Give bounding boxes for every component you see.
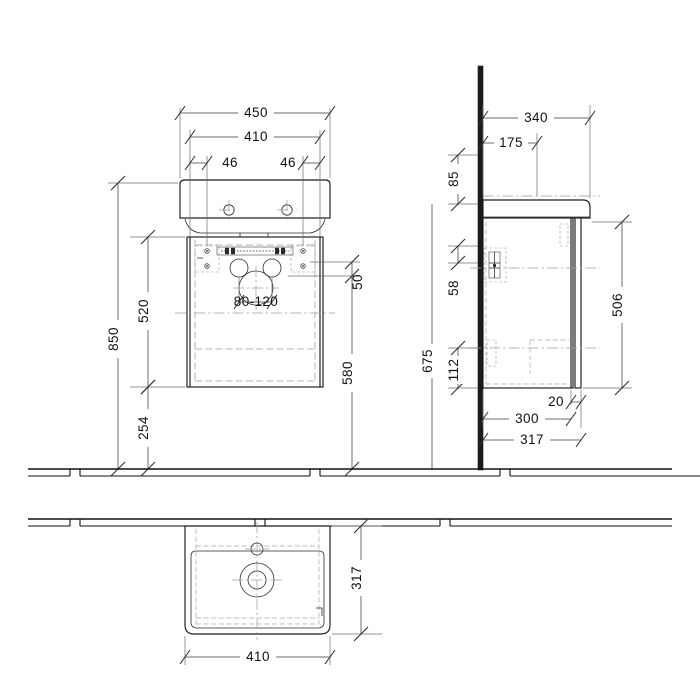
tap-hole-right	[277, 200, 297, 220]
dim-basin-depth: 340	[524, 110, 548, 125]
tap-hole-left	[219, 200, 239, 220]
side-basin	[482, 195, 600, 237]
front-top-dimensions: 450 410 46 46	[174, 104, 336, 245]
side-cabinet-height-dimension: 506	[583, 214, 632, 396]
dim-cabinet-height-front: 520	[136, 299, 151, 323]
side-cabinet-body	[470, 217, 600, 389]
dim-bracket-to-floor: 580	[340, 361, 355, 385]
plan-depth-dimension: 317	[332, 518, 382, 642]
dim-cabinet-depth: 300	[515, 411, 539, 426]
dim-floor-to-basin-top: 850	[106, 327, 121, 351]
dim-waste-offset: 50	[350, 274, 365, 290]
front-right-dimensions: 50 580	[288, 254, 365, 477]
dim-cabinet-bottom-to-floor: 254	[136, 416, 151, 440]
dim-tap-hole-spacing: 80-120	[234, 294, 278, 309]
bracket-right	[290, 245, 316, 273]
dim-waste-from-wall: 175	[499, 135, 523, 150]
dim-overall-depth: 317	[520, 432, 544, 447]
dim-cabinet-width: 410	[244, 129, 268, 144]
dim-right-overhang: 46	[280, 155, 296, 170]
dim-basin-height: 85	[446, 171, 461, 187]
front-basin	[179, 179, 331, 242]
plan-tap-hole	[245, 542, 269, 556]
front-tap-spacing-dimension: 80-120	[233, 277, 278, 310]
dim-plan-width: 410	[246, 649, 270, 664]
side-elevation-view: 340 175 85 58	[420, 65, 632, 471]
plan-view: 317 410	[28, 518, 672, 665]
plan-basin	[184, 522, 331, 640]
dim-floor-to-cabinet-bottom: 675	[420, 349, 435, 373]
front-elevation-view: 450 410 46 46	[106, 104, 365, 477]
side-wall-bracket	[483, 247, 507, 283]
side-door-panel	[574, 217, 582, 389]
front-left-dimensions: 850 520 254	[106, 175, 185, 477]
dim-siphon-height: 112	[446, 359, 461, 382]
front-cabinet-body	[175, 236, 335, 388]
dim-door-thickness: 20	[548, 394, 564, 409]
dim-cabinet-height-side: 506	[610, 293, 625, 317]
dim-plan-depth: 317	[349, 566, 364, 590]
bracket-left	[194, 245, 220, 273]
plan-waste-outlet	[232, 562, 282, 598]
plan-width-dimension: 410	[179, 636, 336, 665]
dim-left-overhang: 46	[222, 155, 238, 170]
side-bottom-dimensions: 20 300 317	[477, 390, 587, 448]
floor-line-upper	[28, 468, 700, 477]
dim-bracket-from-top: 58	[446, 280, 461, 296]
side-top-dimensions: 340 175	[477, 105, 596, 198]
dim-basin-width: 450	[244, 105, 268, 120]
side-basin-height-dimension: 85	[446, 147, 478, 212]
side-left-dimensions: 58 112 675	[420, 204, 478, 469]
floor-line-lower	[28, 518, 672, 527]
